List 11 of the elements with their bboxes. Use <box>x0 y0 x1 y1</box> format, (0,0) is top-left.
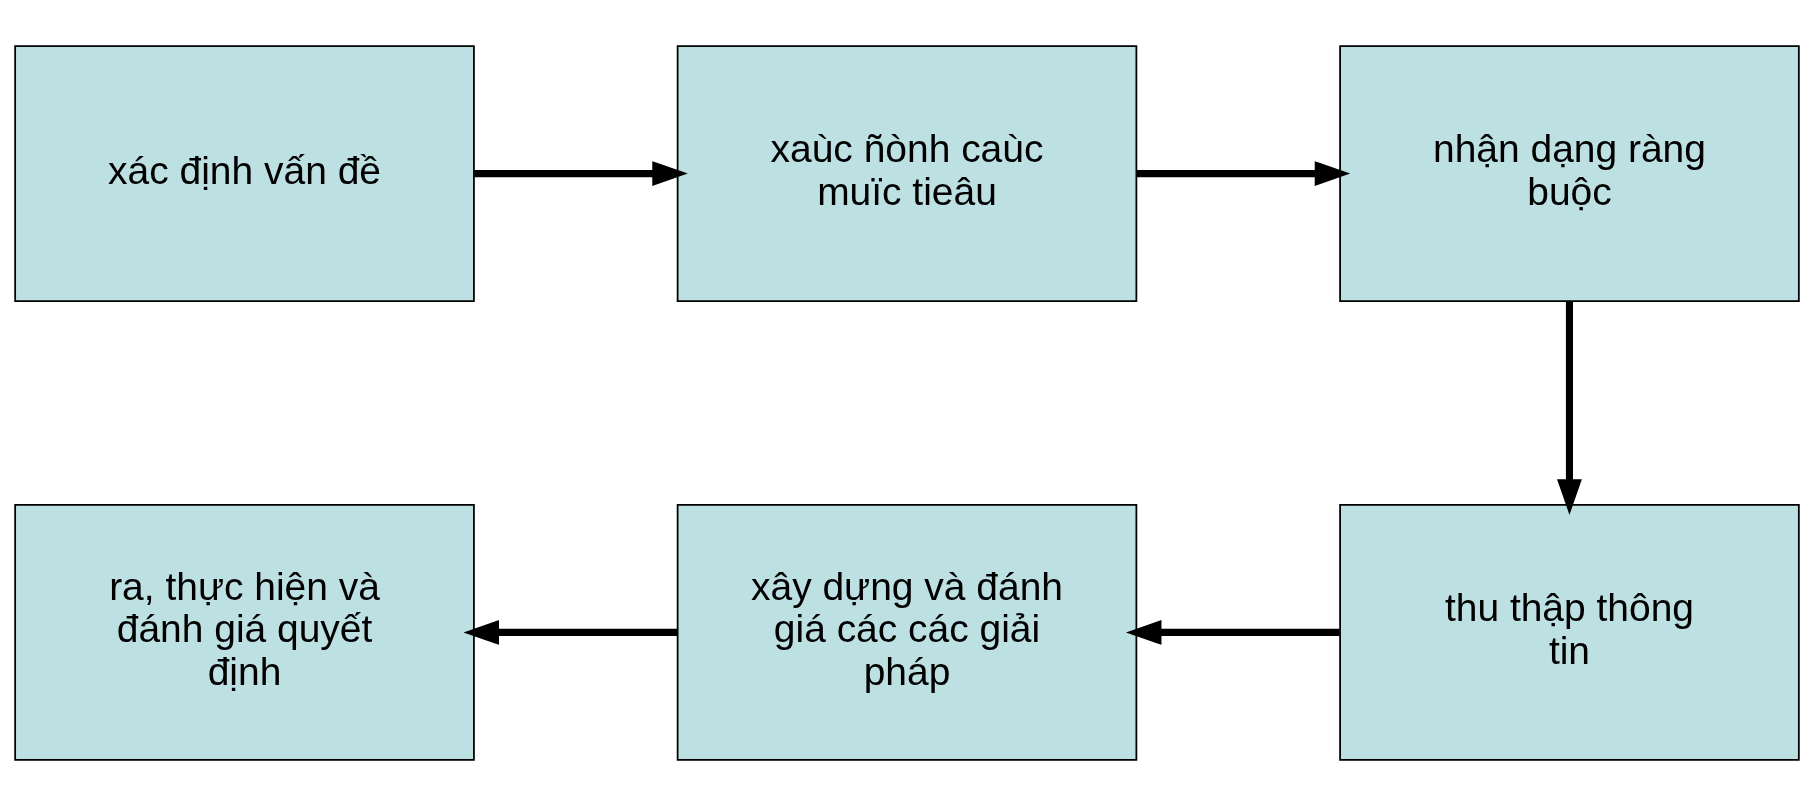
node-box: xây dựng và đánh giá các các giải pháp <box>676 503 1138 761</box>
arrow <box>1136 161 1351 187</box>
arrow <box>463 619 678 645</box>
node-box: xác định vấn đề <box>14 45 475 303</box>
node-box: nhận dạng ràng buộc <box>1339 45 1800 303</box>
node-box: ra, thực hiện và đánh giá quyết định <box>14 503 475 761</box>
arrow <box>1125 619 1340 645</box>
arrow <box>474 161 688 187</box>
arrow <box>1557 301 1582 515</box>
node-box: xaùc ñònh caùc muïc tieâu <box>676 45 1138 303</box>
node-box: thu thập thông tin <box>1339 503 1800 761</box>
